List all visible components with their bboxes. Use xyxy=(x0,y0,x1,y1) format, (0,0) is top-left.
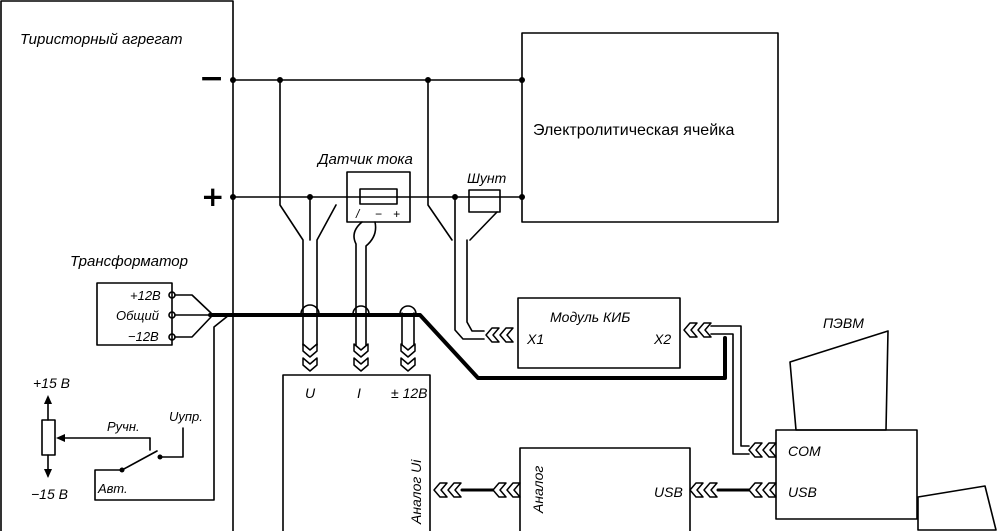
wire-hop xyxy=(300,304,320,315)
electrolytic-cell-box xyxy=(521,32,779,223)
manual-label: Ручн. xyxy=(107,419,140,434)
kib-module-title: Модуль КИБ xyxy=(550,309,630,325)
pc-com-label: COM xyxy=(788,443,821,459)
switch-lever xyxy=(121,450,158,471)
minus-terminal-sign: − xyxy=(199,61,224,96)
analog-title: Аналог xyxy=(530,466,546,514)
analog-ui-title: Аналог Ui xyxy=(408,459,424,525)
pc-usb-connector xyxy=(748,482,777,498)
transformer-wire xyxy=(174,294,212,314)
kib-x1-label: X1 xyxy=(526,331,544,347)
current-sensor-plus: + xyxy=(393,207,400,221)
minus15-label: −15 В xyxy=(31,486,68,502)
analog-in-connector xyxy=(492,482,521,498)
down-arrow-icon xyxy=(44,469,52,478)
junction-dot xyxy=(519,77,525,83)
pm12-label: ± 12В xyxy=(391,385,427,401)
wire-hop xyxy=(352,305,370,315)
current-sensor-window xyxy=(359,188,398,205)
current-sensor-box xyxy=(346,171,411,223)
pm12-connector xyxy=(400,343,416,372)
shunt-wire xyxy=(427,79,453,241)
current-sensor-slash: / xyxy=(355,207,361,221)
thyristor-unit-box xyxy=(0,0,234,531)
shunt-wire xyxy=(454,196,485,340)
voltage-tap-wire xyxy=(316,204,337,346)
shunt-box xyxy=(468,189,501,213)
current-sensor-minus: − xyxy=(375,207,382,221)
current-sensor-title: Датчик тока xyxy=(316,151,413,168)
u-label: U xyxy=(305,385,316,401)
thyristor-unit-title: Тиристорный агрегат xyxy=(20,31,183,48)
transformer-neg-label: −12В xyxy=(128,329,159,344)
com-cable xyxy=(710,333,750,455)
analog-usb-connector xyxy=(689,482,718,498)
transformer-wire xyxy=(174,316,212,338)
control-wire xyxy=(94,314,230,501)
com-cable xyxy=(710,325,750,447)
electrolytic-cell-title: Электролитическая ячейка xyxy=(533,122,734,139)
pc-keyboard xyxy=(917,485,997,531)
left-arrow-icon xyxy=(56,434,65,442)
pc-unit-box xyxy=(775,429,918,520)
pc-usb-label: USB xyxy=(788,484,817,500)
wire-hop xyxy=(399,305,417,315)
voltage-tap-wire xyxy=(279,79,304,346)
transformer-common-label: Общий xyxy=(116,308,159,323)
pc-title: ПЭВМ xyxy=(823,315,864,331)
i-connector xyxy=(353,343,369,372)
junction-dot xyxy=(230,194,236,200)
supply-cable xyxy=(208,313,727,380)
pc-monitor xyxy=(789,330,889,431)
up-arrow-icon xyxy=(44,395,52,404)
control-voltage-label: Uупр. xyxy=(169,409,203,424)
u-connector xyxy=(302,343,318,372)
i-label: I xyxy=(357,385,361,401)
analog-ui-box xyxy=(282,374,431,531)
current-sensor-wire xyxy=(365,221,377,346)
control-voltage-wire xyxy=(159,427,184,458)
junction-dot xyxy=(519,194,525,200)
auto-label: Авт. xyxy=(97,481,128,496)
analog-usb-label: USB xyxy=(654,484,683,500)
transformer-pos-label: +12В xyxy=(130,288,161,303)
plus15-label: +15 В xyxy=(33,375,70,391)
switch-pivot xyxy=(119,467,125,473)
junction-dot xyxy=(230,77,236,83)
shunt-wire xyxy=(469,211,498,241)
pc-com-connector xyxy=(748,442,777,458)
shunt-title: Шунт xyxy=(467,170,507,186)
kib-x2-label: X2 xyxy=(653,331,671,347)
analog-ui-out-connector xyxy=(433,482,462,498)
x2-connector xyxy=(683,322,712,338)
transformer-title: Трансформатор xyxy=(70,253,188,270)
transformer-box xyxy=(96,282,173,346)
x1-connector xyxy=(485,327,514,343)
shunt-wire xyxy=(466,239,485,332)
current-sensor-wire xyxy=(353,221,363,346)
potentiometer xyxy=(41,419,56,456)
plus-terminal-sign: + xyxy=(201,180,224,213)
kib-module-box xyxy=(517,297,681,369)
